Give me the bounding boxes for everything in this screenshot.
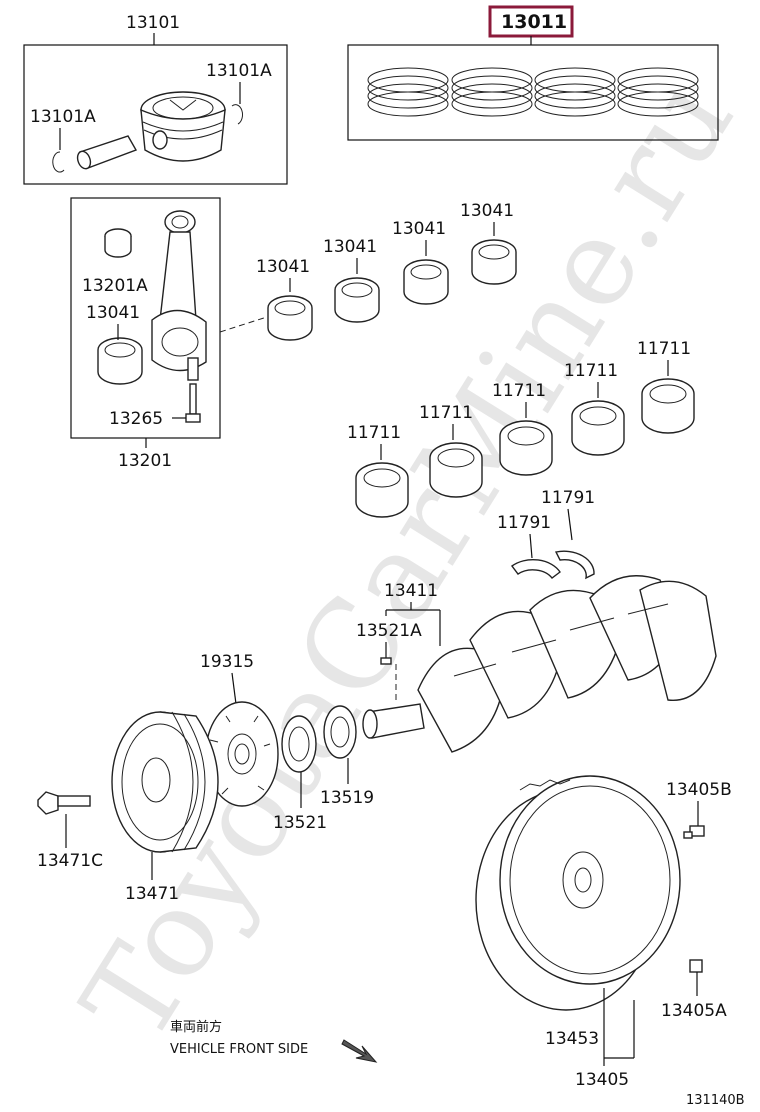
piston-ring-set-3-icon xyxy=(534,67,616,117)
piston-ring-set-4-icon xyxy=(617,67,699,117)
main-bearing-a-icon xyxy=(355,462,409,518)
label-13201A[interactable]: 13201A xyxy=(82,276,148,296)
label-13101[interactable]: 13101 xyxy=(126,13,180,33)
label-11711-a[interactable]: 11711 xyxy=(347,423,401,443)
label-13471[interactable]: 13471 xyxy=(125,884,179,904)
direction-jp-label: 車両前方 xyxy=(170,1019,222,1035)
label-13101A-left[interactable]: 13101A xyxy=(30,107,96,127)
ring-set-box xyxy=(347,44,719,141)
label-11791-b[interactable]: 11791 xyxy=(541,488,595,508)
woodruff-key-icon xyxy=(380,657,392,665)
main-bearing-b-icon xyxy=(429,442,483,498)
crank-gear-13521-icon xyxy=(281,715,317,773)
connecting-rod-icon xyxy=(151,210,207,381)
piston-group-box xyxy=(23,44,288,185)
label-11711-d[interactable]: 11711 xyxy=(564,361,618,381)
label-13471C[interactable]: 13471C xyxy=(37,851,103,871)
thrust-washer-a-icon xyxy=(511,558,561,579)
direction-en-label: VEHICLE FRONT SIDE xyxy=(170,1042,308,1057)
label-13265[interactable]: 13265 xyxy=(109,409,163,429)
piston-icon xyxy=(140,91,226,162)
front-arrow-icon xyxy=(341,1039,378,1063)
crankshaft-pulley-icon xyxy=(111,711,219,853)
dowel-pin-icon xyxy=(689,959,703,973)
leader-11791-a xyxy=(529,533,533,559)
label-13201[interactable]: 13201 xyxy=(118,451,172,471)
main-bearing-c-icon xyxy=(499,420,553,476)
label-11711-c[interactable]: 11711 xyxy=(492,381,546,401)
label-13041-d[interactable]: 13041 xyxy=(460,201,514,221)
piston-ring-set-1-icon xyxy=(367,67,449,117)
label-11711-b[interactable]: 11711 xyxy=(419,403,473,423)
crank-gear-13519-icon xyxy=(323,705,357,759)
bearing-13041-a-icon xyxy=(267,295,313,341)
sensor-plate-icon xyxy=(205,701,279,807)
bearing-13041-b-icon xyxy=(334,277,380,323)
snap-ring-left-icon xyxy=(52,151,65,173)
snap-ring-right-icon xyxy=(231,104,243,125)
rod-bolt-icon xyxy=(185,383,201,423)
label-13041-rod[interactable]: 13041 xyxy=(86,303,140,323)
piston-pin-icon xyxy=(76,135,138,170)
flywheel-bolt-icon xyxy=(683,825,705,839)
label-13101A-right[interactable]: 13101A xyxy=(206,61,272,81)
bushing-icon xyxy=(104,228,132,258)
label-13041-b[interactable]: 13041 xyxy=(323,237,377,257)
leader-19315 xyxy=(231,672,237,705)
main-bearing-d-icon xyxy=(571,400,625,456)
crankshaft-icon xyxy=(362,575,717,753)
pulley-bolt-icon xyxy=(37,791,91,815)
label-13405A[interactable]: 13405A xyxy=(661,1001,727,1021)
label-13405[interactable]: 13405 xyxy=(575,1070,629,1090)
label-13405B[interactable]: 13405B xyxy=(666,780,732,800)
label-13011[interactable]: 13011 xyxy=(501,11,567,33)
label-11711-e[interactable]: 11711 xyxy=(637,339,691,359)
label-13411[interactable]: 13411 xyxy=(384,581,438,601)
leader-11791-b xyxy=(567,508,573,541)
rod-bearing-icon xyxy=(97,337,143,385)
label-11791-a[interactable]: 11791 xyxy=(497,513,551,533)
piston-ring-set-2-icon xyxy=(451,67,533,117)
main-bearing-e-icon xyxy=(641,378,695,434)
label-13521[interactable]: 13521 xyxy=(273,813,327,833)
label-13041-a[interactable]: 13041 xyxy=(256,257,310,277)
bearing-13041-d-icon xyxy=(471,239,517,285)
figure-code: 131140B xyxy=(686,1093,745,1108)
label-13521A[interactable]: 13521A xyxy=(356,621,422,641)
bearing-13041-c-icon xyxy=(403,259,449,305)
label-13453[interactable]: 13453 xyxy=(545,1029,599,1049)
label-13519[interactable]: 13519 xyxy=(320,788,374,808)
thrust-washer-b-icon xyxy=(554,550,595,580)
dashed-guide-rod xyxy=(219,315,271,333)
flywheel-icon xyxy=(475,775,681,1011)
label-19315[interactable]: 19315 xyxy=(200,652,254,672)
label-13041-c[interactable]: 13041 xyxy=(392,219,446,239)
